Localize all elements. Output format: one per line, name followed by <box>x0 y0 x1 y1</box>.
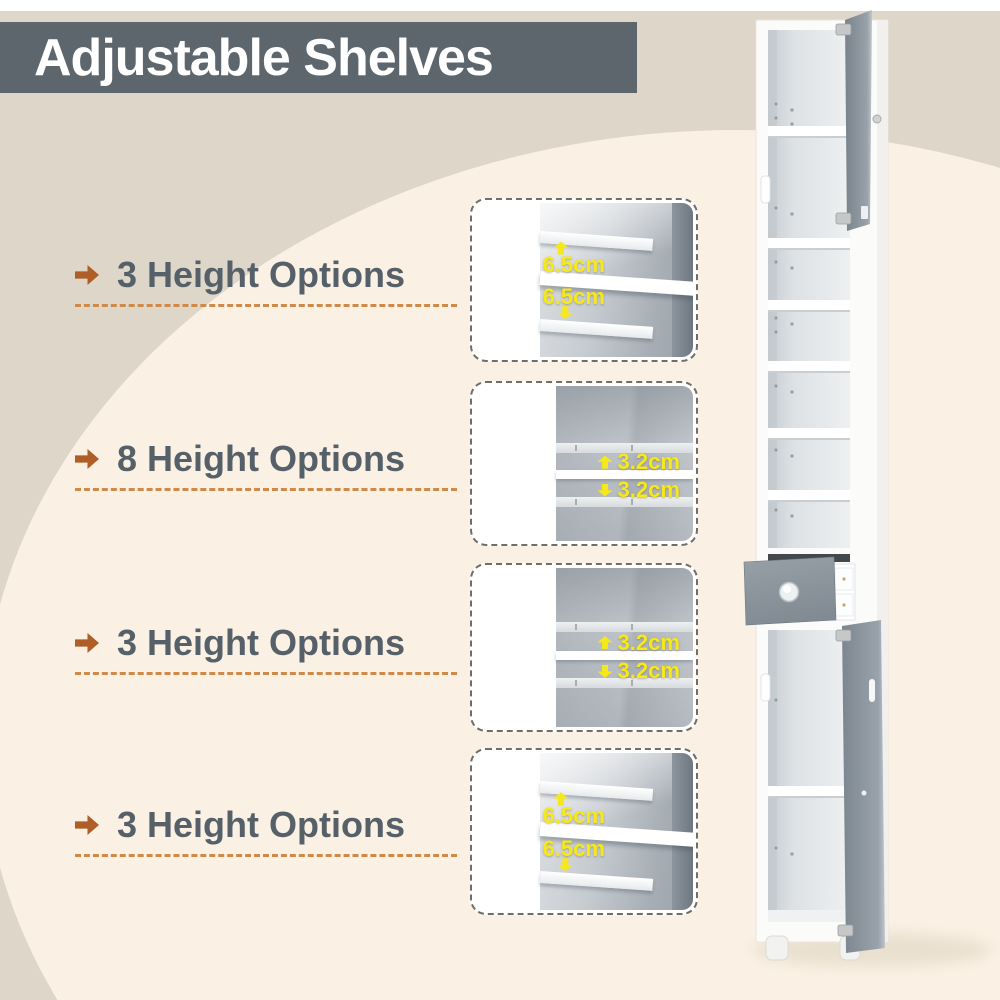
side-handle <box>760 175 771 204</box>
cabinet-foot <box>765 935 789 961</box>
cabinet-upper-compartments <box>768 30 850 548</box>
arrow-right-icon <box>75 633 99 653</box>
shelf-closeup-photo: 6.5cm 6.5cm <box>475 753 693 910</box>
measurement-label: 3.2cm <box>617 449 680 475</box>
peg-mark <box>631 624 634 631</box>
feature-head: 3 Height Options <box>75 622 457 664</box>
peg-mark <box>631 498 634 505</box>
cabinet-shelf <box>768 786 850 796</box>
shelf-board <box>555 650 693 660</box>
up-arrow-icon <box>597 636 613 650</box>
detail-box-2: 3.2cm 3.2cm <box>470 381 698 546</box>
top-border <box>0 0 1000 11</box>
measurement-label: 6.5cm <box>542 802 605 828</box>
shelf-edge <box>555 622 693 633</box>
feature-head: 8 Height Options <box>75 438 457 480</box>
door-sticker <box>861 206 868 219</box>
detail-box-1: 6.5cm 6.5cm <box>470 198 698 362</box>
measurement-row: 3.2cm <box>597 629 680 655</box>
door-catch <box>861 790 867 796</box>
detail-box-3: 3.2cm 3.2cm <box>470 563 698 732</box>
feature-label: 8 Height Options <box>117 438 405 479</box>
photo-interior <box>539 203 693 357</box>
dashed-underline <box>75 488 457 491</box>
door-handle <box>869 679 875 702</box>
shelf-edge <box>555 496 693 507</box>
detail-box-4: 6.5cm 6.5cm <box>470 748 698 915</box>
arrow-right-icon <box>75 265 99 285</box>
door-catch <box>872 114 882 124</box>
photo-interior <box>555 386 693 541</box>
peg-mark <box>574 624 577 631</box>
peg-mark <box>574 679 577 686</box>
photo-left-wall <box>475 203 541 357</box>
photo-interior <box>539 753 693 910</box>
feature-head: 3 Height Options <box>75 254 457 296</box>
cabinet-shelves <box>768 126 850 502</box>
shelf-board <box>539 870 654 891</box>
dashed-underline <box>75 304 457 307</box>
measurement-label: 3.2cm <box>617 477 680 502</box>
photo-left-wall <box>475 753 541 910</box>
feature-label: 3 Height Options <box>117 622 405 663</box>
page-title: Adjustable Shelves <box>34 28 494 87</box>
measurement-label: 6.5cm <box>542 251 605 277</box>
measurement-row: 3.2cm <box>597 658 680 684</box>
dashed-underline <box>75 672 457 675</box>
photo-interior <box>555 568 693 727</box>
measurement-label: 3.2cm <box>617 629 680 655</box>
feature-row-3: 3 Height Options <box>75 622 457 675</box>
feature-row-2: 8 Height Options <box>75 438 457 491</box>
cabinet-side-face <box>877 20 888 942</box>
cabinet-door-top <box>845 10 872 231</box>
shelf-closeup-photo: 6.5cm 6.5cm <box>475 203 693 357</box>
down-arrow-icon <box>597 664 613 678</box>
feature-label: 3 Height Options <box>117 804 405 845</box>
measurement-label: 6.5cm <box>542 835 605 861</box>
feature-row-4: 3 Height Options <box>75 804 457 857</box>
shelf-board <box>539 318 654 339</box>
peg-mark <box>631 679 634 686</box>
measurement-row: 3.2cm <box>597 449 680 475</box>
down-arrow-icon <box>597 483 613 497</box>
peg-holes <box>774 102 794 518</box>
peg-mark <box>631 445 634 452</box>
arrow-right-icon <box>75 449 99 469</box>
shelf-edge <box>555 443 693 454</box>
cabinet-lower-compartment <box>768 630 850 922</box>
photo-left-wall <box>475 568 556 727</box>
shelf-closeup-photo: 3.2cm 3.2cm <box>475 568 693 727</box>
dashed-underline <box>75 854 457 857</box>
side-handle <box>760 673 771 702</box>
measurement-label: 3.2cm <box>617 658 680 684</box>
shelf-closeup-photo: 3.2cm 3.2cm <box>475 386 693 541</box>
measurement-label: 6.5cm <box>542 284 605 310</box>
peg-mark <box>574 445 577 452</box>
photo-left-wall <box>475 386 556 541</box>
cabinet-illustration <box>743 10 992 967</box>
up-arrow-icon <box>597 455 613 469</box>
shelf-board <box>555 469 693 479</box>
measurement-row: 3.2cm <box>597 477 680 502</box>
shelf-edge <box>555 677 693 688</box>
feature-row-1: 3 Height Options <box>75 254 457 307</box>
cabinet-door-bottom <box>842 620 885 953</box>
cabinet-drawer-section <box>743 548 856 626</box>
peg-mark <box>574 498 577 505</box>
feature-label: 3 Height Options <box>117 254 405 295</box>
title-banner: Adjustable Shelves <box>0 22 637 93</box>
hinge-icon <box>835 23 854 937</box>
feature-head: 3 Height Options <box>75 804 457 846</box>
arrow-right-icon <box>75 815 99 835</box>
